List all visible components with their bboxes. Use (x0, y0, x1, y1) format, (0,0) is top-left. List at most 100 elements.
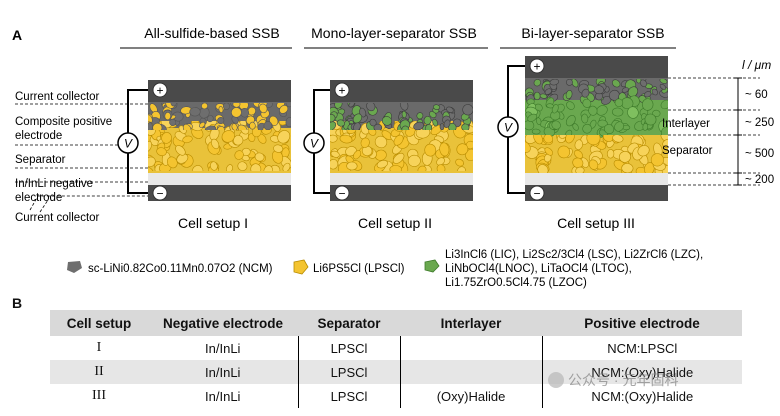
table-row: II In/InLi LPSCl NCM:(Oxy)Halide (50, 360, 742, 384)
particle (399, 103, 409, 111)
particle (254, 152, 265, 162)
particle (237, 124, 248, 130)
voltmeter-1 (117, 132, 139, 154)
particle (273, 144, 284, 153)
particle (191, 165, 204, 171)
particle (662, 138, 668, 148)
particle (456, 143, 469, 156)
voltmeter-label-2: V (310, 137, 319, 151)
particle (217, 116, 225, 125)
particle (566, 101, 575, 110)
table-cell: LPSCl (297, 336, 400, 360)
particle (182, 135, 193, 144)
thickness-500: ~ 500 (745, 148, 774, 160)
particle (621, 163, 634, 173)
legend-halide-3: Li1.75ZrO0.5Cl4.75 (LZOC) (445, 277, 587, 289)
particle (462, 104, 473, 116)
particle (644, 162, 655, 173)
voltmeter-2 (303, 132, 325, 154)
minus-terminal-2 (334, 185, 350, 201)
table-cell: II (50, 360, 148, 384)
particle (234, 150, 244, 160)
col-header-negative: Negative electrode (148, 310, 298, 336)
plus-terminal-1 (152, 82, 168, 98)
table-cell: NCM:LPSCl (541, 336, 742, 360)
particle (531, 128, 541, 135)
particle (533, 91, 541, 101)
wechat-icon (548, 372, 564, 388)
legend-halide-2: LiNbOCl4(LNOC), LiTaOCl4 (LTOC), (445, 263, 632, 275)
particle (199, 121, 206, 128)
cell-setup-table: Cell setup Negative electrode Separator … (50, 310, 742, 408)
particle (543, 135, 554, 144)
watermark: 公众号 · 元年固科 (548, 370, 678, 390)
table-cell (399, 336, 542, 360)
table-cell: LPSCl (297, 360, 400, 384)
panel-a-label: A (12, 27, 22, 43)
cell-setup-3-label: Cell setup III (557, 215, 635, 231)
particle (424, 124, 433, 130)
particle (360, 137, 370, 148)
label-current-collector-bottom: Current collector (15, 212, 100, 224)
thickness-200: ~ 200 (745, 174, 774, 186)
table-row: I In/InLi LPSCl NCM:LPSCl (50, 336, 742, 360)
panel-b-label: B (12, 295, 23, 311)
particle (211, 138, 220, 150)
plus-symbol-2: + (338, 84, 345, 98)
plus-symbol-1: + (156, 84, 163, 98)
particle (373, 123, 383, 130)
minus-symbol-1: − (156, 187, 163, 201)
particle (611, 79, 621, 88)
particle (436, 164, 446, 171)
watermark-text: 公众号 · 元年固科 (568, 372, 679, 388)
label-current-collector-top: Current collector (15, 91, 100, 103)
particle (330, 134, 338, 143)
label-composite-1: Composite positive (15, 116, 112, 128)
particle (544, 88, 552, 95)
particle (374, 135, 388, 149)
particle (525, 141, 531, 153)
particle (407, 154, 421, 167)
particle (639, 79, 647, 87)
label-composite-2: electrode (15, 130, 62, 142)
particle (330, 159, 339, 170)
label-negative-2: electrode (15, 192, 62, 204)
particle (572, 157, 584, 169)
particle (618, 151, 632, 163)
particle (586, 135, 601, 146)
particle (455, 158, 464, 167)
ncm-particle-icon (67, 261, 82, 273)
particle (436, 157, 445, 166)
particle (221, 130, 235, 143)
particle (148, 166, 154, 171)
particle (614, 98, 624, 108)
particle (659, 84, 667, 90)
particle (216, 126, 225, 130)
particle (237, 161, 248, 171)
voltmeter-3 (497, 116, 519, 138)
particle (339, 134, 353, 144)
voltmeter-label-1: V (124, 137, 133, 151)
particle (348, 103, 355, 108)
particle (551, 120, 561, 130)
minus-symbol-2: − (338, 187, 345, 201)
halide-particle-icon (424, 259, 440, 273)
table-cell: (Oxy)Halide (399, 384, 542, 408)
particle (232, 103, 241, 108)
cell-setup-3-stack (525, 56, 668, 201)
particle (361, 145, 373, 157)
thickness-unit: l / μm (742, 58, 771, 72)
table-cell: NCM:(Oxy)Halide (541, 384, 742, 408)
particle (575, 166, 585, 173)
particle (641, 98, 654, 111)
col-header-positive: Positive electrode (542, 310, 742, 336)
particle (537, 164, 549, 173)
particle (596, 105, 608, 116)
particle (659, 79, 668, 84)
particle (432, 104, 441, 110)
legend-halide-1: Li3InCl6 (LIC), Li2Sc2/3Cl4 (LSC), Li2Zr… (445, 249, 703, 261)
particle (285, 103, 291, 108)
table-cell: NCM:(Oxy)Halide (541, 360, 742, 384)
particle (210, 161, 218, 171)
particle (148, 122, 153, 130)
